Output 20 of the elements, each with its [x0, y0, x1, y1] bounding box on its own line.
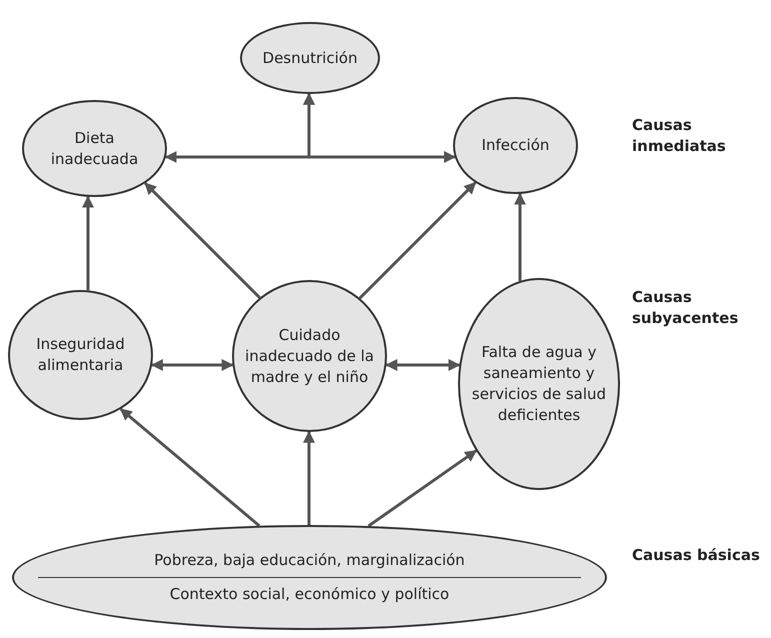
arrow	[514, 192, 526, 281]
arrow	[144, 182, 261, 299]
node-text: Desnutrición	[262, 48, 358, 68]
node-text: Dieta inadecuada	[50, 128, 140, 170]
node-text: Pobreza, baja educación, marginalización	[154, 550, 465, 571]
node-text: Falta de agua y saneamiento y servicios de salud deficientes	[470, 342, 608, 426]
arrow	[385, 359, 460, 371]
arrow	[358, 182, 476, 300]
arrow	[120, 408, 260, 527]
node-text: Cuidado inadecuado de la madre y el niño	[244, 324, 374, 388]
node-text: Inseguridad alimentaria	[35, 334, 126, 376]
arrow	[150, 359, 234, 371]
level-label: Causas subyacentes	[632, 287, 740, 329]
level-label: Causas básicas	[632, 545, 761, 566]
arrow	[82, 196, 94, 290]
arrow	[303, 430, 315, 525]
arrow	[368, 449, 478, 528]
level-label: Causas inmediatas	[632, 115, 727, 157]
node-text: Infección	[482, 135, 550, 156]
node-text: Contexto social, económico y político	[170, 584, 450, 605]
